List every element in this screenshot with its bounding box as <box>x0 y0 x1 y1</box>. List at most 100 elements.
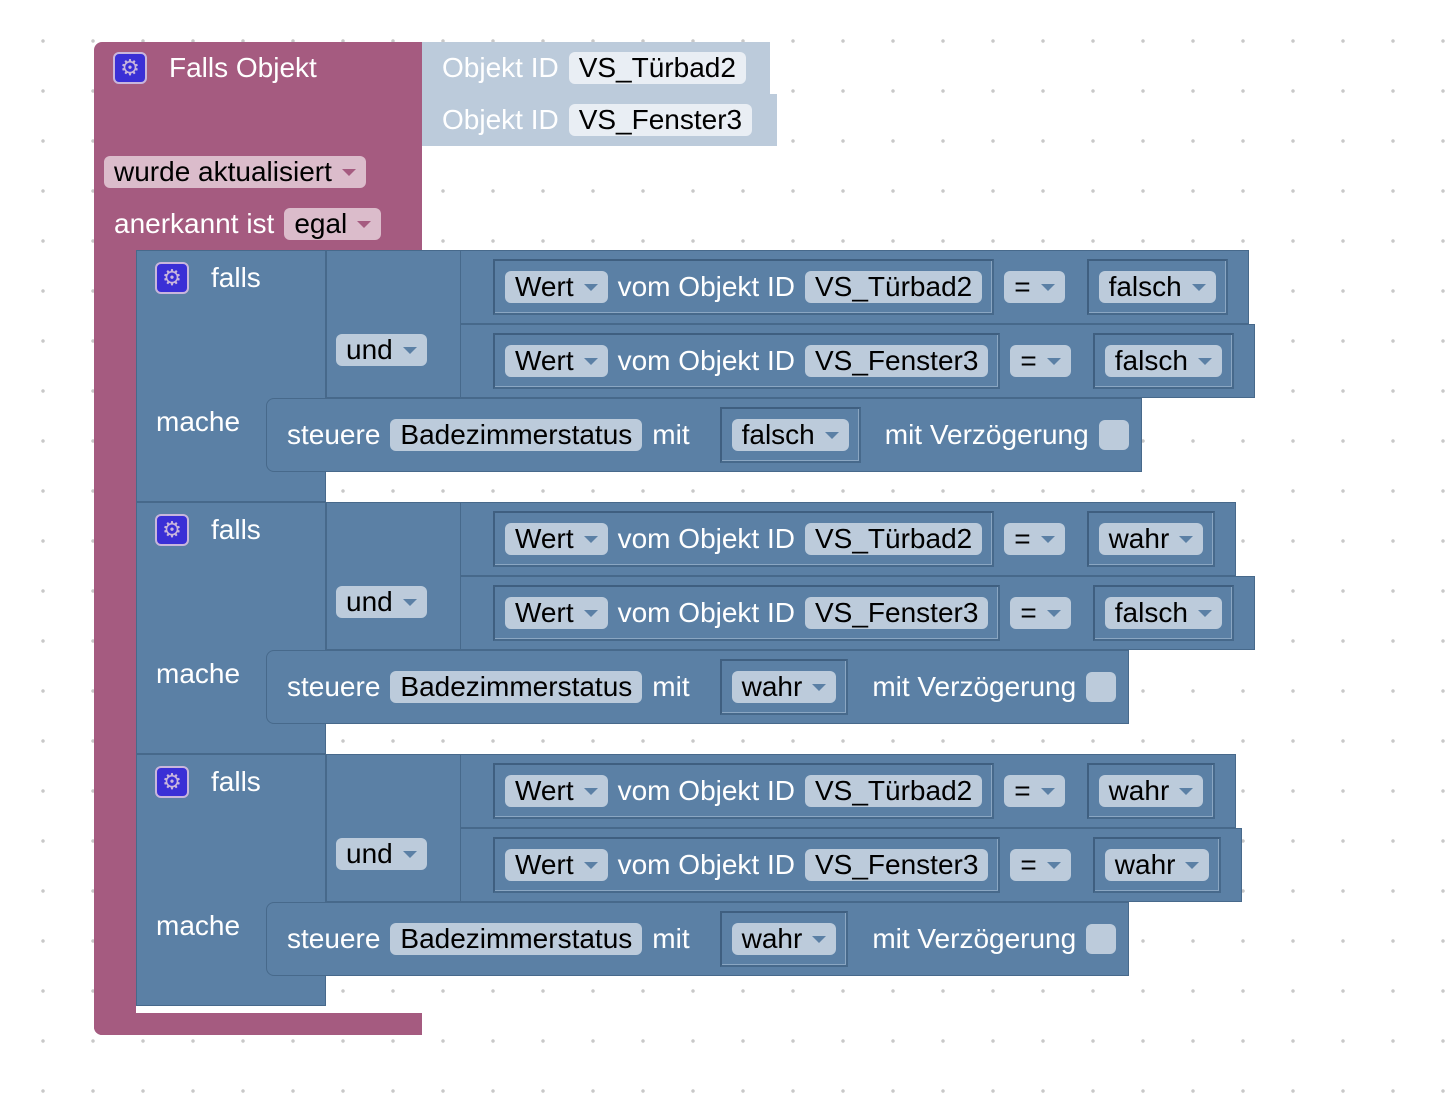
boolean-block[interactable]: falsch <box>1092 333 1234 389</box>
and-dropdown[interactable]: und <box>336 334 427 366</box>
object-id-block[interactable]: Objekt ID VS_Fenster3 <box>422 94 777 146</box>
control-block[interactable]: steuere Badezimmerstatus mit falsch mit … <box>266 398 1142 472</box>
with-label: mit <box>652 923 690 954</box>
chevron-down-icon <box>357 220 372 228</box>
and-dropdown-value: und <box>346 334 393 365</box>
boolean-block[interactable]: wahr <box>1092 837 1222 893</box>
set-value-dropdown[interactable]: falsch <box>731 419 849 451</box>
trigger-block-spine <box>94 250 136 1035</box>
and-dropdown[interactable]: und <box>336 838 427 870</box>
boolean-block[interactable]: wahr <box>1086 511 1216 567</box>
ack-value: egal <box>294 208 348 239</box>
value-dropdown[interactable]: Wert <box>505 775 608 807</box>
boolean-dropdown-value: falsch <box>1108 271 1182 302</box>
and-block[interactable] <box>326 502 466 650</box>
operator-dropdown[interactable]: = <box>1010 849 1071 881</box>
condition-row[interactable]: Wert vom Objekt ID VS_Türbad2 = wahr <box>460 754 1237 828</box>
boolean-dropdown[interactable]: falsch <box>1104 345 1222 377</box>
chevron-down-icon <box>1046 609 1061 617</box>
chevron-down-icon <box>583 357 598 365</box>
condition-row[interactable]: Wert vom Objekt ID VS_Fenster3 = wahr <box>460 828 1243 902</box>
chevron-down-icon <box>1197 609 1212 617</box>
operator-dropdown[interactable]: = <box>1010 345 1071 377</box>
operator-dropdown-value: = <box>1020 849 1037 880</box>
control-label: steuere <box>287 671 381 702</box>
delay-label: mit Verzögerung <box>872 923 1077 954</box>
object-id-field[interactable]: VS_Fenster3 <box>805 345 989 377</box>
boolean-dropdown-value: falsch <box>1114 345 1188 376</box>
operator-dropdown[interactable]: = <box>1010 597 1071 629</box>
boolean-dropdown[interactable]: falsch <box>1098 271 1216 303</box>
object-id-field[interactable]: VS_Fenster3 <box>805 849 989 881</box>
object-id-field[interactable]: VS_Türbad2 <box>805 523 983 555</box>
value-dropdown[interactable]: Wert <box>505 597 608 629</box>
target-field[interactable]: Badezimmerstatus <box>390 419 643 451</box>
and-dropdown[interactable]: und <box>336 586 427 618</box>
control-block[interactable]: steuere Badezimmerstatus mit wahr mit Ve… <box>266 902 1130 976</box>
chevron-down-icon <box>1040 787 1055 795</box>
of-object-label: vom Objekt ID <box>617 849 795 880</box>
boolean-block[interactable]: falsch <box>1092 585 1234 641</box>
delay-checkbox[interactable] <box>1098 420 1129 450</box>
gear-icon[interactable]: ⚙ <box>155 262 189 294</box>
and-block[interactable] <box>326 754 466 902</box>
boolean-dropdown[interactable]: wahr <box>1098 775 1204 807</box>
gear-icon[interactable]: ⚙ <box>113 52 147 84</box>
if-label: falls <box>211 514 261 545</box>
boolean-dropdown[interactable]: wahr <box>1104 849 1210 881</box>
delay-checkbox[interactable] <box>1086 672 1117 702</box>
event-dropdown[interactable]: wurde aktualisiert <box>104 156 366 188</box>
operator-dropdown[interactable]: = <box>1004 271 1065 303</box>
delay-checkbox[interactable] <box>1086 924 1117 954</box>
boolean-dropdown[interactable]: falsch <box>1104 597 1222 629</box>
do-label: mache <box>156 910 241 941</box>
value-dropdown-value: Wert <box>515 271 574 302</box>
boolean-dropdown[interactable]: wahr <box>1098 523 1204 555</box>
operator-dropdown[interactable]: = <box>1004 775 1065 807</box>
boolean-block[interactable]: wahr <box>719 911 849 967</box>
gear-icon[interactable]: ⚙ <box>155 766 189 798</box>
target-field[interactable]: Badezimmerstatus <box>390 671 643 703</box>
gear-icon[interactable]: ⚙ <box>155 514 189 546</box>
chevron-down-icon <box>1040 283 1055 291</box>
object-id-field[interactable]: VS_Fenster3 <box>805 597 989 629</box>
set-value-dropdown[interactable]: wahr <box>731 671 837 703</box>
object-id-field[interactable]: VS_Fenster3 <box>568 104 753 136</box>
set-value-dropdown[interactable]: wahr <box>731 923 837 955</box>
object-value-block[interactable]: Wert vom Objekt ID VS_Türbad2 <box>493 763 995 819</box>
boolean-block[interactable]: falsch <box>719 407 861 463</box>
object-id-field[interactable]: VS_Türbad2 <box>805 775 983 807</box>
chevron-down-icon <box>1197 357 1212 365</box>
ack-dropdown[interactable]: egal <box>284 208 382 240</box>
chevron-down-icon <box>812 935 827 943</box>
value-dropdown[interactable]: Wert <box>505 345 608 377</box>
set-value-dropdown-value: wahr <box>741 671 803 702</box>
value-dropdown[interactable]: Wert <box>505 271 608 303</box>
object-value-block[interactable]: Wert vom Objekt ID VS_Fenster3 <box>493 837 1001 893</box>
boolean-block[interactable]: wahr <box>1086 763 1216 819</box>
object-id-field[interactable]: VS_Türbad2 <box>568 52 746 84</box>
boolean-block[interactable]: wahr <box>719 659 849 715</box>
object-id-label: Objekt ID <box>442 52 559 83</box>
object-id-block[interactable]: Objekt ID VS_Türbad2 <box>422 42 770 94</box>
target-field[interactable]: Badezimmerstatus <box>390 923 643 955</box>
of-object-label: vom Objekt ID <box>617 775 795 806</box>
chevron-down-icon <box>341 168 356 176</box>
object-id-field[interactable]: VS_Türbad2 <box>805 271 983 303</box>
boolean-block[interactable]: falsch <box>1086 259 1228 315</box>
value-dropdown[interactable]: Wert <box>505 523 608 555</box>
and-block[interactable] <box>326 250 466 398</box>
value-dropdown[interactable]: Wert <box>505 849 608 881</box>
operator-dropdown[interactable]: = <box>1004 523 1065 555</box>
if-label: falls <box>211 766 261 797</box>
do-label: mache <box>156 406 241 437</box>
control-block[interactable]: steuere Badezimmerstatus mit wahr mit Ve… <box>266 650 1130 724</box>
